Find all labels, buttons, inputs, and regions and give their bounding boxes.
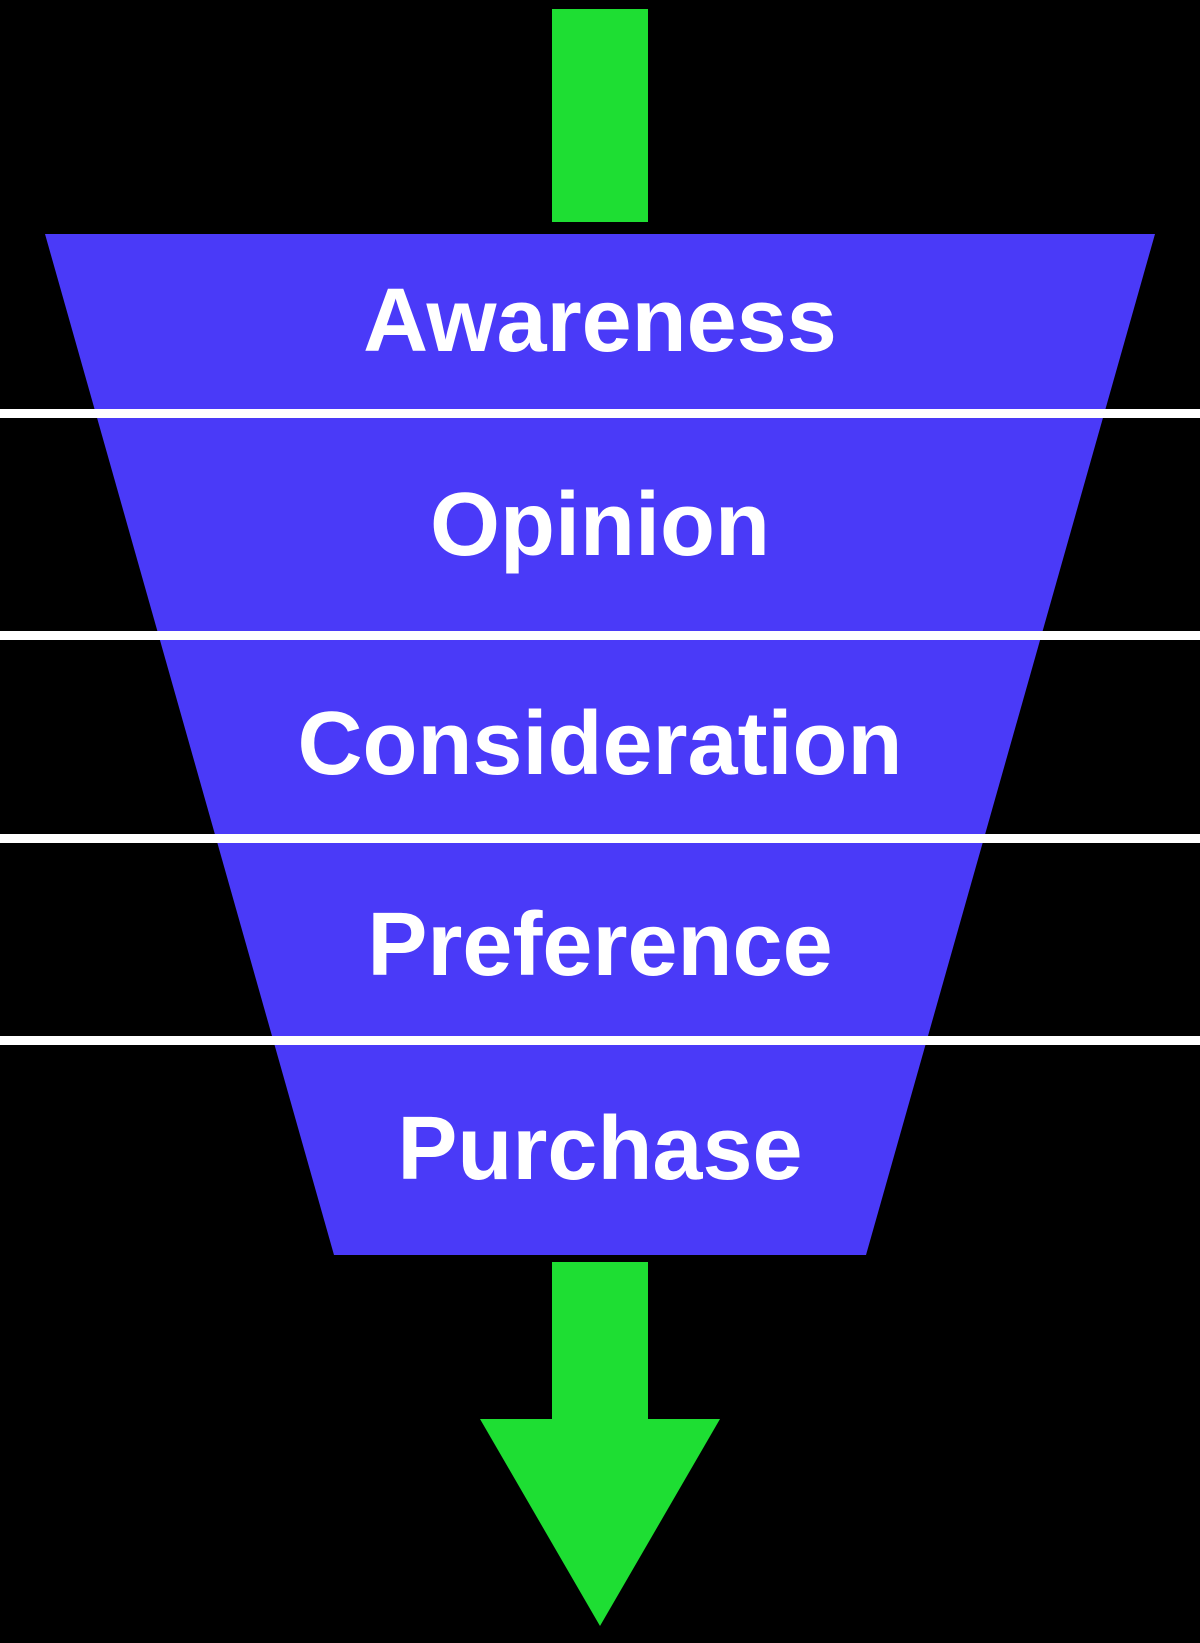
- stage-label-consideration: Consideration: [297, 694, 902, 794]
- outflow-down-arrow-icon: [480, 1262, 720, 1626]
- funnel-body: [45, 234, 1155, 1255]
- separator-line-1: [0, 409, 1200, 418]
- separator-line-3: [0, 834, 1200, 843]
- stage-label-preference: Preference: [367, 895, 832, 995]
- separator-line-2: [0, 631, 1200, 640]
- stage-label-opinion: Opinion: [430, 475, 770, 575]
- inflow-down-arrow-icon: [552, 9, 648, 222]
- separator-line-4: [0, 1036, 1200, 1045]
- stage-label-awareness: Awareness: [363, 271, 837, 371]
- outflow-arrow-head: [480, 1419, 720, 1626]
- outflow-arrow-shaft: [552, 1262, 648, 1420]
- stage-label-purchase: Purchase: [397, 1099, 802, 1199]
